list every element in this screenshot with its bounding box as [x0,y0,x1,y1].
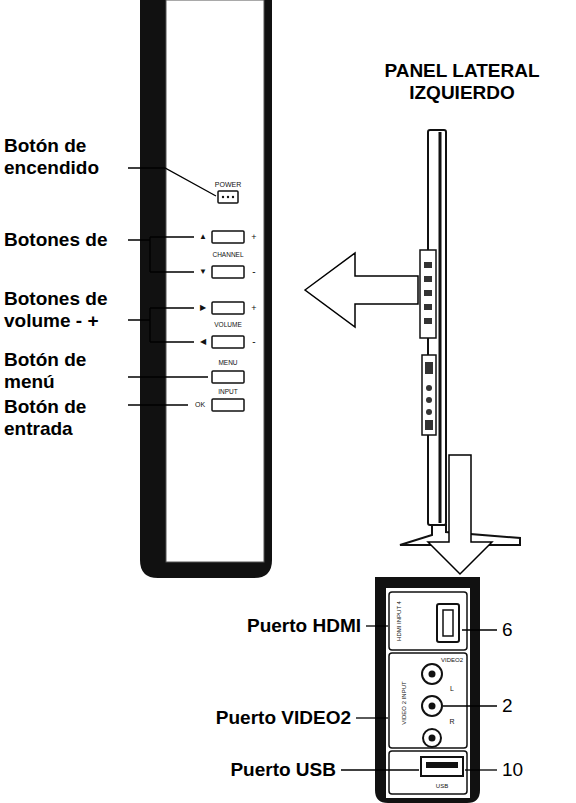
part-label: Puerto HDMI [247,615,361,637]
pointer-arrow [305,253,418,327]
part-label: Botones de volume - + [4,288,126,332]
panel-marking: ◀ [200,337,206,346]
panel-marking: MENU [218,359,237,366]
panel-marking: + [251,232,256,242]
part-label: Botones de [4,229,107,251]
panel-marking: HDMI INPUT 4 [396,601,403,641]
leader-lines [128,168,216,405]
panel-marking: ▼ [199,267,207,276]
part-label: Botón de menú [4,349,126,393]
panel-marking: L [450,685,454,693]
callout-number: 10 [502,759,523,781]
panel-marking: + [251,303,256,313]
panel-marking: INPUT [218,388,238,395]
panel-marking: CHANNEL [212,251,243,258]
callout-number: 2 [502,695,513,717]
panel-heading: PANEL LATERAL IZQUIERDO [372,60,552,104]
panel-marking: VOLUME [214,321,241,328]
part-label: Puerto VIDEO2 [216,707,351,729]
panel-marking: VIDEO 2 INPUT [401,681,408,724]
panel-marking: POWER [215,181,241,189]
panel-marking: - [252,336,255,348]
panel-marking: R [449,718,454,726]
part-label: Botón de entrada [4,396,126,440]
pointer-arrow [428,455,492,574]
side-panel [140,0,272,578]
callout-number: 6 [502,619,513,641]
panel-marking: ▶ [200,303,206,312]
part-label: Puerto USB [230,759,336,781]
panel-marking: ▲ [199,232,207,241]
leader-lines [341,626,497,770]
panel-marking: OK [195,401,205,409]
port-panel [375,577,480,803]
panel-marking: USB [436,783,448,790]
panel-marking: VIDEO2 [441,657,463,664]
part-label: Botón de encendido [4,135,126,179]
panel-marking: - [252,266,255,278]
